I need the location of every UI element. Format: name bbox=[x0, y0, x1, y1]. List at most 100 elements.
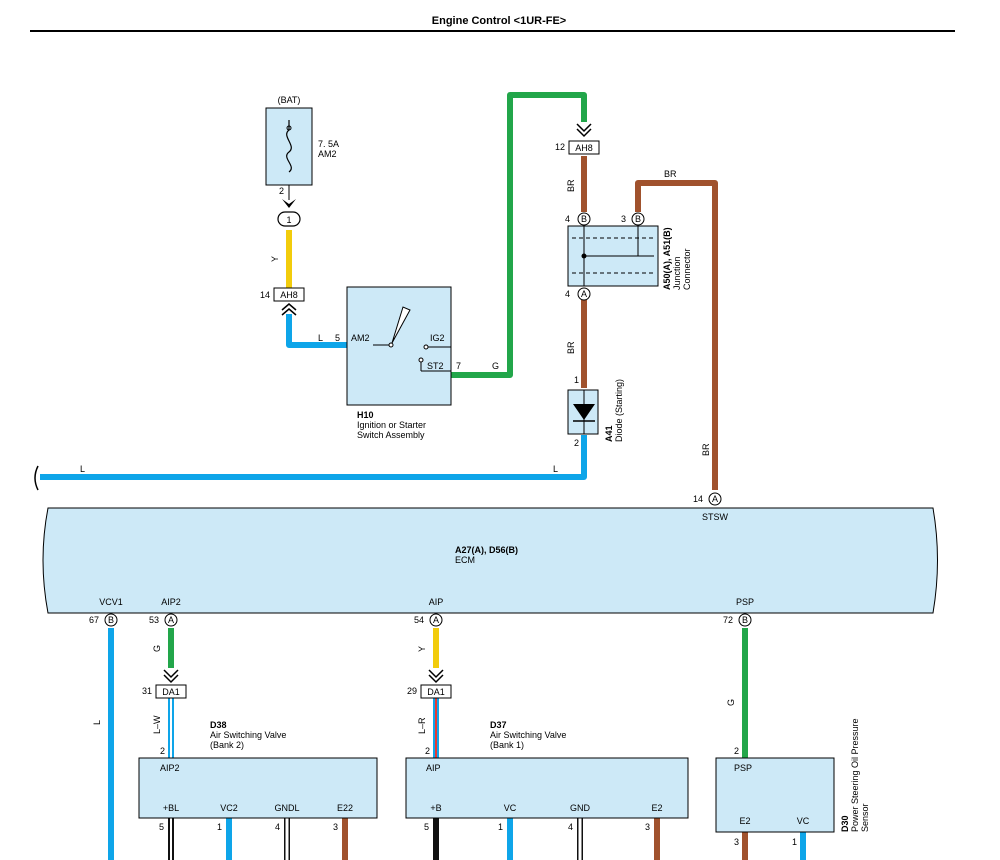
wire-break-mark bbox=[34, 465, 39, 491]
page-title: Engine Control <1UR-FE> bbox=[432, 15, 566, 27]
sensor-top-pin: 2 bbox=[734, 746, 739, 756]
wire-label-lr: L–R bbox=[417, 717, 427, 734]
junction-a-marker bbox=[577, 287, 591, 301]
fuse-rating: 7. 5A bbox=[318, 139, 339, 149]
wire-label-y-aip: Y bbox=[417, 646, 427, 652]
sensor-desc2: Sensor bbox=[860, 803, 870, 832]
fuse-pin: 2 bbox=[279, 186, 284, 196]
ecm-aip-label: AIP bbox=[429, 597, 444, 607]
diode-code: A41 bbox=[604, 425, 614, 442]
valve1-pin-label-1: VC bbox=[504, 803, 517, 813]
junction-pin4b: 4 bbox=[565, 214, 570, 224]
ignition-switch-box bbox=[346, 286, 452, 406]
junction-b-letter-1: B bbox=[581, 214, 587, 224]
valve2-pin-label-2: GNDL bbox=[274, 803, 299, 813]
valve1-top-pin: 2 bbox=[425, 746, 430, 756]
valve2-pin-label-3: E22 bbox=[337, 803, 353, 813]
sensor-pin-num-0: 3 bbox=[734, 837, 739, 847]
fuse-name: AM2 bbox=[318, 149, 337, 159]
sensor-code: D30 bbox=[840, 815, 850, 832]
ecm-psp-pin: 72 bbox=[723, 615, 733, 625]
wire-g-st2-ah8 bbox=[451, 92, 587, 378]
diode-pin2: 2 bbox=[574, 438, 579, 448]
ecm-name: ECM bbox=[455, 555, 475, 565]
valve1-desc2: (Bank 1) bbox=[490, 740, 524, 750]
ignition-pin-am2: 5 bbox=[335, 333, 340, 343]
sensor-top-label: PSP bbox=[734, 763, 752, 773]
wire-br-junction-stsw bbox=[635, 180, 718, 490]
wire-label-y-top: Y bbox=[270, 256, 280, 262]
ah8-left-name: AH8 bbox=[280, 290, 298, 300]
ecm-vcv1-letter: B bbox=[108, 615, 114, 625]
da1-left-box bbox=[155, 684, 187, 699]
ecm-stsw-letter: A bbox=[712, 494, 718, 504]
junction-pin3b: 3 bbox=[621, 214, 626, 224]
valve1-pin-num-1: 1 bbox=[498, 822, 503, 832]
sensor-pin-num-1: 1 bbox=[792, 837, 797, 847]
wire-label-l-vcv1: L bbox=[92, 720, 102, 725]
wire-label-l-long-right: L bbox=[553, 464, 558, 474]
ah8-top-box bbox=[568, 140, 600, 155]
junction-b-marker-1 bbox=[577, 212, 591, 226]
wire-label-l-long-left: L bbox=[80, 464, 85, 474]
ecm-aip2-letter: A bbox=[168, 615, 174, 625]
wire-label-g-aip2: G bbox=[152, 645, 162, 652]
ecm-box bbox=[42, 507, 938, 614]
inline-connector bbox=[277, 211, 301, 227]
ecm-aip2-label: AIP2 bbox=[161, 597, 181, 607]
ah8-top-chevron-icon bbox=[576, 123, 592, 138]
ecm-aip-marker bbox=[429, 613, 443, 627]
ecm-psp-marker bbox=[738, 613, 752, 627]
ignition-desc1: Ignition or Starter bbox=[357, 420, 426, 430]
ecm-aip2-marker bbox=[164, 613, 178, 627]
da1-mid-chevron-icon bbox=[428, 669, 444, 684]
wire-label-g-psp: G bbox=[726, 699, 736, 706]
valve2-desc2: (Bank 2) bbox=[210, 740, 244, 750]
valve2-pin-label-1: VC2 bbox=[220, 803, 238, 813]
valve1-box bbox=[405, 757, 689, 819]
ecm-aip-pin: 54 bbox=[414, 615, 424, 625]
ecm-vcv1-label: VCV1 bbox=[99, 597, 123, 607]
junction-desc2: Connector bbox=[682, 248, 692, 290]
valve2-pin-num-0: 5 bbox=[159, 822, 164, 832]
wire-label-br-1: BR bbox=[566, 179, 576, 192]
wire-label-br-stsw: BR bbox=[701, 443, 711, 456]
valve1-top-label: AIP bbox=[426, 763, 441, 773]
valve2-pin-label-0: +BL bbox=[163, 803, 179, 813]
ecm-psp-letter: B bbox=[742, 615, 748, 625]
diode-pin1: 1 bbox=[574, 375, 579, 385]
junction-b-marker-2 bbox=[631, 212, 645, 226]
valve1-pin-num-0: 5 bbox=[424, 822, 429, 832]
valve2-pin-num-3: 3 bbox=[333, 822, 338, 832]
fuse-symbol bbox=[286, 120, 292, 173]
valve1-pin-label-0: +B bbox=[430, 803, 441, 813]
ignition-label-ig2: IG2 bbox=[430, 333, 445, 343]
ah8-left-pin: 14 bbox=[260, 290, 270, 300]
wire-label-g-st2: G bbox=[492, 361, 499, 371]
da1-left-pin: 31 bbox=[142, 686, 152, 696]
da1-mid-name: DA1 bbox=[427, 687, 445, 697]
ah8-top-name: AH8 bbox=[575, 143, 593, 153]
ecm-code: A27(A), D56(B) bbox=[455, 545, 518, 555]
ecm-psp-label: PSP bbox=[736, 597, 754, 607]
inline-connector-num: 1 bbox=[286, 215, 291, 225]
ecm-aip2-pin: 53 bbox=[149, 615, 159, 625]
ecm-aip-letter: A bbox=[433, 615, 439, 625]
ignition-code: H10 bbox=[357, 410, 374, 420]
valve2-pin-num-2: 4 bbox=[275, 822, 280, 832]
ecm-stsw-marker bbox=[708, 492, 722, 506]
ecm-stsw-pin: 14 bbox=[693, 494, 703, 504]
valve1-pin-label-2: GND bbox=[570, 803, 591, 813]
diode-desc: Diode (Starting) bbox=[614, 379, 624, 442]
valve2-top-pin: 2 bbox=[160, 746, 165, 756]
valve1-bottom-wires bbox=[433, 818, 660, 860]
valve2-pin-num-1: 1 bbox=[217, 822, 222, 832]
wire-label-l-am2: L bbox=[318, 333, 323, 343]
ah8-left-chevron-icon bbox=[281, 303, 297, 316]
wire-label-lw: L–W bbox=[152, 715, 162, 734]
valve1-pin-num-2: 4 bbox=[568, 822, 573, 832]
da1-mid-pin: 29 bbox=[407, 686, 417, 696]
valve1-pin-num-3: 3 bbox=[645, 822, 650, 832]
sensor-desc1: Power Steering Oil Pressure bbox=[850, 718, 860, 832]
